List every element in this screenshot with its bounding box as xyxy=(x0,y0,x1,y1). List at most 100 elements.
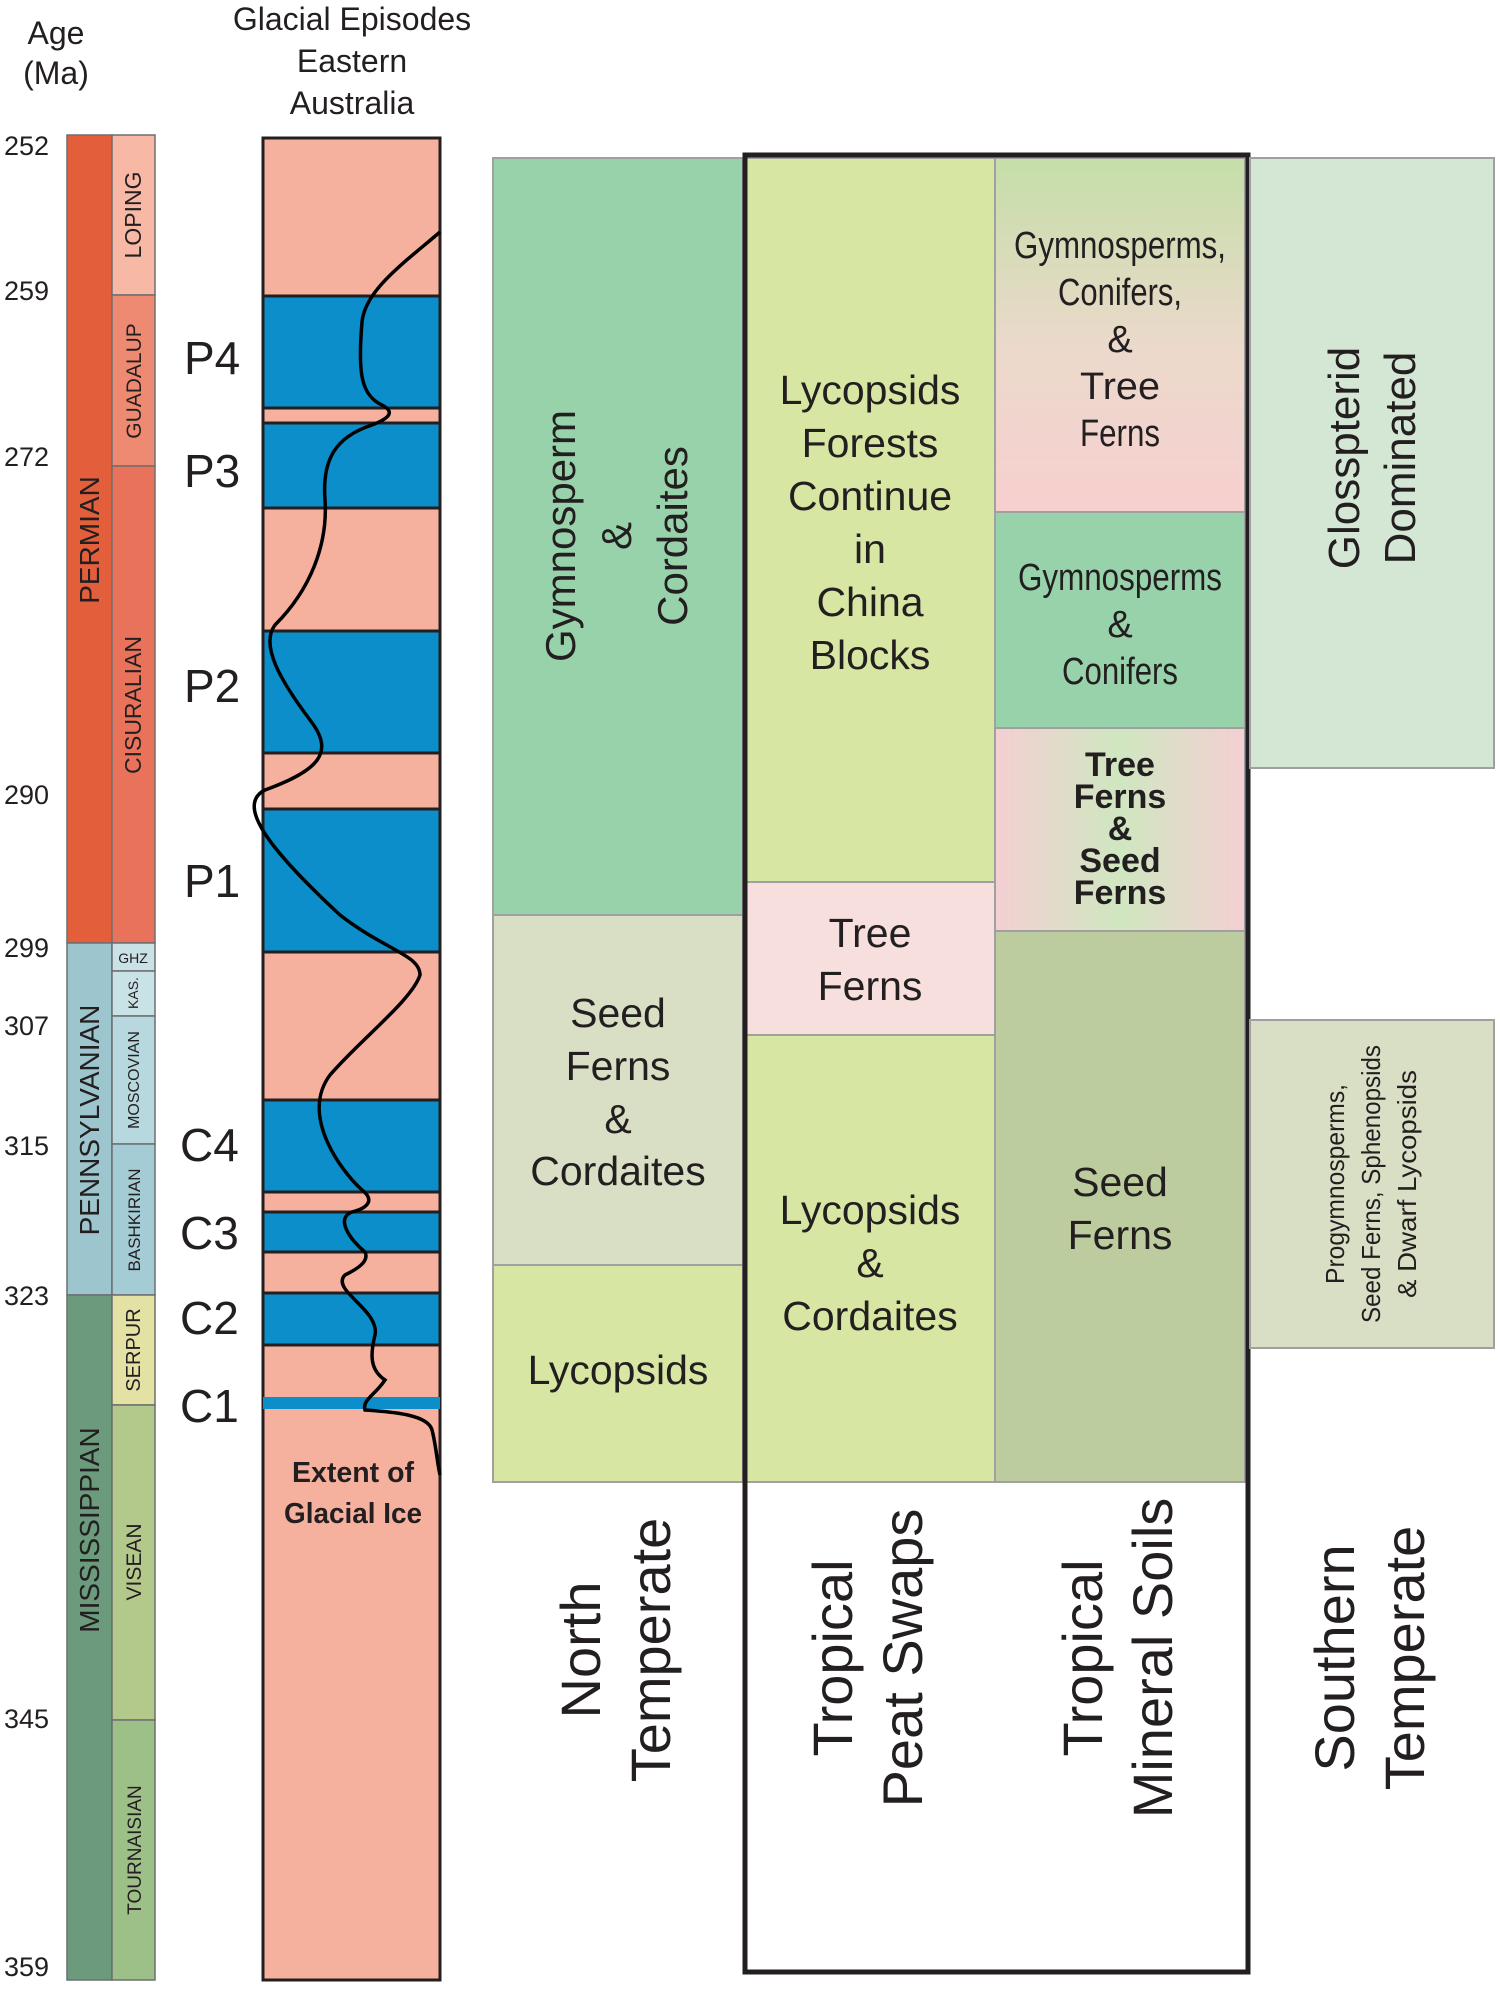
north-temperate-column xyxy=(492,157,744,1483)
epoch-label: GUADALUP xyxy=(123,323,146,439)
epoch-label: LOPING xyxy=(120,172,146,259)
period-label-mississippian: MISSISSIPPIAN xyxy=(74,1427,105,1632)
period-permian xyxy=(66,134,113,944)
block-text: Lycopsids xyxy=(528,1347,709,1393)
epoch-serpur xyxy=(111,1294,156,1406)
tp-column-label: Tropical Peat Swaps xyxy=(801,1509,934,1808)
glacial-label-c3: C3 xyxy=(180,1207,239,1259)
block-text: Seed Ferns, Sphenopsids xyxy=(1356,1045,1386,1323)
epoch-label: BASHKIRIAN xyxy=(125,1169,144,1272)
tm-tree-seed-ferns-text: Tree Ferns & Seed Ferns xyxy=(1074,746,1167,912)
block-text: Ferns xyxy=(1074,874,1167,912)
period-label-permian: PERMIAN xyxy=(74,476,105,604)
ice-label-line2: Glacial Ice xyxy=(284,1498,422,1530)
glacial-title-line3: Australia xyxy=(290,85,415,121)
column-label-line1: Tropical xyxy=(801,1559,864,1756)
epoch-visean xyxy=(111,1404,156,1721)
column-label-line1: North xyxy=(549,1582,612,1719)
block-text: Glosspterid xyxy=(1320,347,1369,570)
block-text: & xyxy=(1108,810,1133,848)
block-text: Tree xyxy=(1085,746,1155,784)
age-title-line1: Age xyxy=(28,15,85,51)
block-text: Cordaites xyxy=(782,1293,957,1339)
nt-block-seed-ferns xyxy=(492,914,744,1266)
age-tick: 307 xyxy=(4,1011,49,1041)
column-label-line2: Temperate xyxy=(1373,1526,1436,1791)
block-text: China xyxy=(816,579,923,625)
age-tick: 345 xyxy=(4,1704,49,1734)
tp-block-tree-ferns xyxy=(744,881,996,1036)
block-text: Gymnosperm xyxy=(537,410,584,662)
glacial-title-line1: Glacial Episodes xyxy=(233,1,471,37)
age-tick: 299 xyxy=(4,933,49,963)
ice-label-line1: Extent of xyxy=(292,1457,414,1489)
block-text: Ferns xyxy=(1080,413,1160,455)
age-tick: 315 xyxy=(4,1131,49,1161)
age-tick: 272 xyxy=(4,442,49,472)
nt-block-gymnosperm xyxy=(492,157,744,916)
glacial-band-c2 xyxy=(261,1291,442,1347)
block-text: in xyxy=(854,526,886,572)
nt-column-label: North Temperate xyxy=(549,1518,682,1783)
st-block-progymnosperms xyxy=(1249,1019,1495,1349)
st-glosspterid-text: Glosspterid Dominated xyxy=(1320,347,1425,570)
block-text: Ferns xyxy=(818,963,923,1009)
tp-lyco-cordaites-text: Lycopsids & Cordaites xyxy=(780,1187,961,1339)
tm-block-seed-ferns xyxy=(994,930,1246,1483)
block-text: Gymnosperms, xyxy=(1014,225,1226,267)
ice-extent-curve xyxy=(252,230,442,1476)
epoch-tournaisian xyxy=(111,1719,156,1981)
epoch-label: KAS. xyxy=(125,977,141,1009)
column-label-line2: Temperate xyxy=(619,1518,682,1783)
tp-forests-text: Lycopsids Forests Continue in China Bloc… xyxy=(780,367,961,678)
block-text: Conifers, xyxy=(1058,272,1182,314)
glacial-band-p4 xyxy=(261,294,442,410)
glacial-label-p4: P4 xyxy=(184,332,240,384)
block-text: Forests xyxy=(802,420,939,466)
glacial-label-p3: P3 xyxy=(184,445,240,497)
ice-label: Extent of Glacial Ice xyxy=(284,1457,422,1530)
st-progymnosperms-text: Progymnosperms, Seed Ferns, Sphenopsids … xyxy=(1320,1045,1422,1323)
st-block-glosspterid xyxy=(1249,157,1495,769)
block-text: Seed xyxy=(1079,842,1160,880)
epoch-label: CISURALIAN xyxy=(120,636,146,774)
age-tick: 359 xyxy=(4,1952,49,1982)
block-text: & xyxy=(593,522,640,550)
epoch-label: TOURNAISIAN xyxy=(125,1785,146,1915)
period-mississippian xyxy=(66,1294,113,1981)
block-text: Lycopsids xyxy=(780,367,961,413)
period-pennsylvanian xyxy=(66,942,113,1296)
tp-tree-ferns-text: Tree Ferns xyxy=(818,910,923,1009)
block-text: Dominated xyxy=(1376,352,1425,565)
glacial-column xyxy=(261,136,442,1982)
nt-gymnosperm-text: Gymnosperm & Cordaites xyxy=(537,410,696,662)
glacial-band-c3 xyxy=(261,1210,442,1254)
age-tick: 259 xyxy=(4,276,49,306)
glacial-label-p2: P2 xyxy=(184,660,240,712)
block-text: & xyxy=(856,1240,883,1286)
block-text: & Dwarf Lycopsids xyxy=(1392,1070,1422,1298)
age-tick: 252 xyxy=(4,131,49,161)
epoch-label: GHZ xyxy=(118,950,148,966)
block-text: Seed xyxy=(570,990,666,1036)
epoch-bashkirian xyxy=(111,1143,156,1296)
block-text: Continue xyxy=(788,473,952,519)
block-text: & xyxy=(1107,319,1132,361)
tp-block-lycopsids-forests xyxy=(744,157,996,883)
block-text: Seed xyxy=(1072,1159,1168,1205)
column-label-line2: Peat Swaps xyxy=(871,1509,934,1808)
block-text: & xyxy=(604,1096,631,1142)
block-text: Cordaites xyxy=(530,1148,705,1194)
glacial-label-c4: C4 xyxy=(180,1119,239,1171)
tm-gct-text: Gymnosperms, Conifers, & Tree Ferns xyxy=(1014,225,1226,455)
age-axis: 252 259 272 290 299 307 315 323 345 359 xyxy=(4,131,49,1982)
epoch-label: VISEAN xyxy=(123,1523,146,1600)
column-label-line2: Mineral Soils xyxy=(1121,1498,1184,1819)
tropical-frame xyxy=(742,152,1251,1975)
nt-block-lycopsids xyxy=(492,1264,744,1483)
epoch-labels: LOPING GUADALUP CISURALIAN GHZ KAS. MOSC… xyxy=(118,172,148,1915)
period-label-pennsylvanian: PENNSYLVANIAN xyxy=(74,1005,105,1236)
block-text: & xyxy=(1107,604,1132,646)
tropical-peat-column xyxy=(744,157,996,1483)
